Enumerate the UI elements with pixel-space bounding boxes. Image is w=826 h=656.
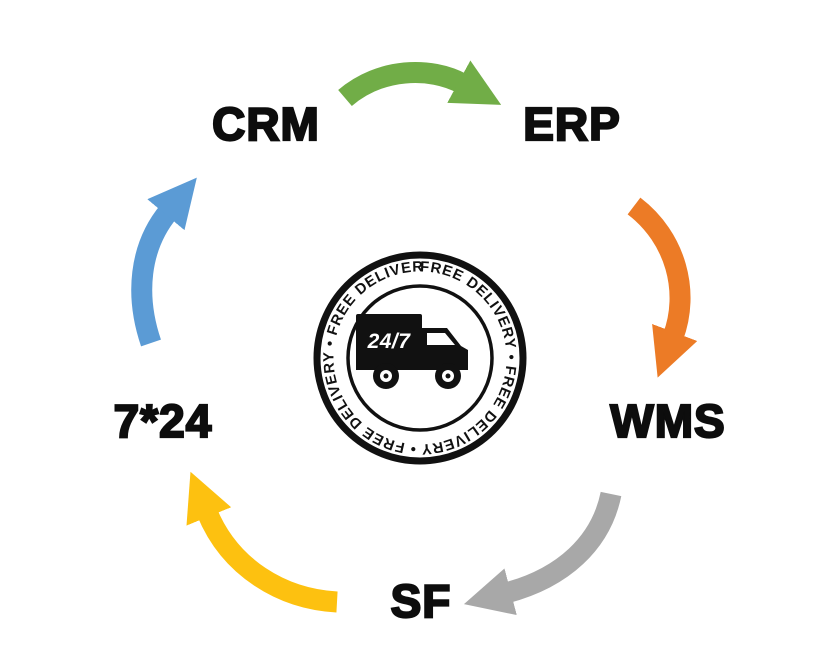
node-label-crm: CRM [212, 98, 320, 150]
node-label-erp: ERP [523, 98, 621, 150]
truck-cargo-box [356, 314, 422, 366]
arrow-724-to-crm [131, 177, 197, 347]
node-label-sf: SF [391, 575, 452, 627]
truck-rear-wheel-hub [383, 373, 389, 379]
arrow-sf-to-724 [186, 471, 338, 613]
arrow-erp-to-wms [627, 197, 698, 378]
arrow-crm-to-erp [338, 60, 502, 107]
node-label-wms: WMS [610, 395, 725, 447]
node-label-724: 7*24 [114, 395, 213, 447]
arrow-wms-to-sf [463, 491, 622, 616]
delivery-truck-icon: 24/7 [356, 314, 468, 389]
truck-front-wheel-hub [445, 373, 451, 379]
truck-chassis [356, 364, 468, 370]
free-delivery-badge: FREE DELIVERY • FREE DELIVERY • FREE DEL… [295, 226, 527, 465]
truck-24-7-label: 24/7 [367, 330, 412, 353]
truck-window [427, 333, 455, 345]
